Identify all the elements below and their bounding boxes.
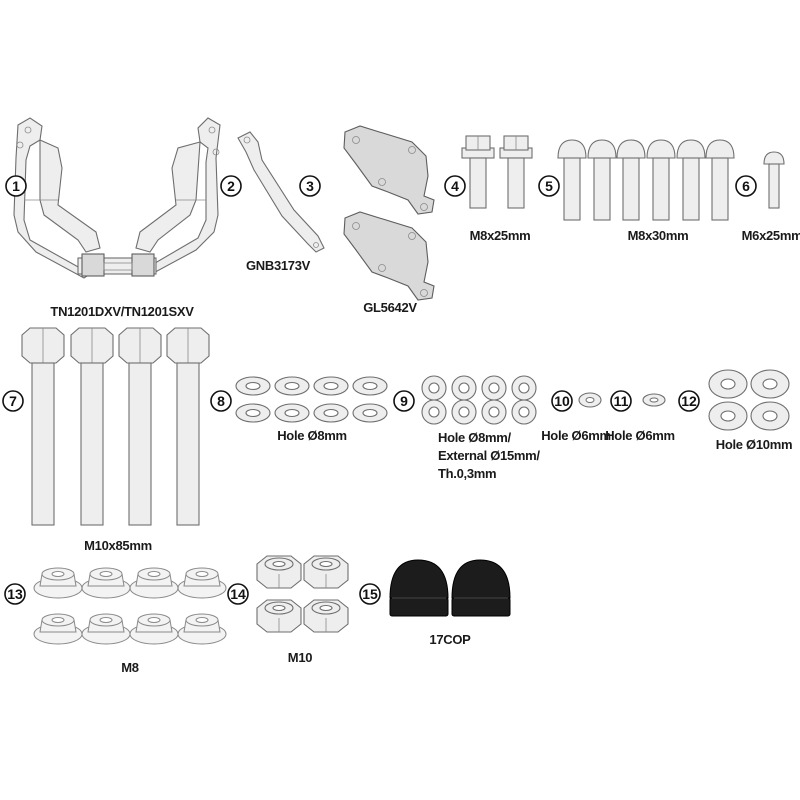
part-2-number: 2 xyxy=(227,178,235,194)
part-14-label: M10 xyxy=(288,650,312,665)
part-15-label: 17COP xyxy=(429,632,471,647)
part-13-number-badge xyxy=(4,583,26,605)
part-2-number-badge xyxy=(220,175,242,197)
part-3-number-badge xyxy=(299,175,321,197)
part-6-number-badge xyxy=(735,175,757,197)
part-5-label: M8x30mm xyxy=(628,228,689,243)
part-2-3-label: GNB3173V xyxy=(246,258,311,273)
part-11-number-badge xyxy=(610,390,632,412)
part-13-nuts-drawing xyxy=(33,567,227,645)
part-3-number: 3 xyxy=(306,178,314,194)
part-14-number: 14 xyxy=(230,586,246,602)
part-11-label: Hole Ø6mm xyxy=(605,428,675,443)
part-4-bolts-drawing xyxy=(461,135,533,209)
part-12-number-badge xyxy=(678,390,700,412)
plates-label: GL5642V xyxy=(363,300,417,315)
part-8-number: 8 xyxy=(217,393,225,409)
part-11-washer-drawing xyxy=(642,393,666,407)
part-7-bolts-drawing xyxy=(21,327,210,526)
part-12-number: 12 xyxy=(681,393,697,409)
part-5-bolts-drawing xyxy=(557,139,735,221)
part-8-label: Hole Ø8mm xyxy=(277,428,347,443)
part-8-washers-drawing xyxy=(235,376,388,423)
part-6-bolt-drawing xyxy=(763,151,785,209)
part-10-washer-drawing xyxy=(578,392,602,408)
part-9-label-line-3: Th.0,3mm xyxy=(438,466,496,481)
part-10-label: Hole Ø6mm xyxy=(541,428,611,443)
part-14-number-badge xyxy=(227,583,249,605)
part-1-crash-bar-drawing xyxy=(13,117,221,279)
part-7-label: M10x85mm xyxy=(84,538,152,553)
part-6-label: M6x25mm xyxy=(742,228,800,243)
part-4-label: M8x25mm xyxy=(470,228,531,243)
part-12-label: Hole Ø10mm xyxy=(716,437,792,452)
part-9-number-badge xyxy=(393,390,415,412)
plates-drawing xyxy=(343,125,435,301)
part-12-washers-drawing xyxy=(708,369,790,431)
part-13-label: M8 xyxy=(121,660,139,675)
part-9-label-line-1: Hole Ø8mm/ xyxy=(438,430,512,445)
part-4-number-badge xyxy=(444,175,466,197)
part-5-number: 5 xyxy=(545,178,553,194)
part-11-number: 11 xyxy=(614,393,629,409)
part-13-number: 13 xyxy=(7,586,23,602)
part-15-number-badge xyxy=(359,583,381,605)
part-9-washers-drawing xyxy=(421,375,537,425)
part-3-bracket-drawing xyxy=(237,131,325,253)
part-15-caps-drawing xyxy=(389,559,511,617)
part-14-nuts-drawing xyxy=(256,555,349,633)
part-7-number-badge xyxy=(2,390,24,412)
part-8-number-badge xyxy=(210,390,232,412)
part-1-number: 1 xyxy=(12,178,20,194)
part-1-number-badge xyxy=(5,175,27,197)
part-9-number: 9 xyxy=(400,393,408,409)
part-7-number: 7 xyxy=(9,393,17,409)
part-6-number: 6 xyxy=(742,178,750,194)
part-10-number: 10 xyxy=(554,393,570,409)
part-9-label-line-2: External Ø15mm/ xyxy=(438,448,540,463)
part-5-number-badge xyxy=(538,175,560,197)
part-10-number-badge xyxy=(551,390,573,412)
part-15-number: 15 xyxy=(362,586,378,602)
part-4-number: 4 xyxy=(451,178,459,194)
part-1-label: TN1201DXV/TN1201SXV xyxy=(50,304,194,319)
